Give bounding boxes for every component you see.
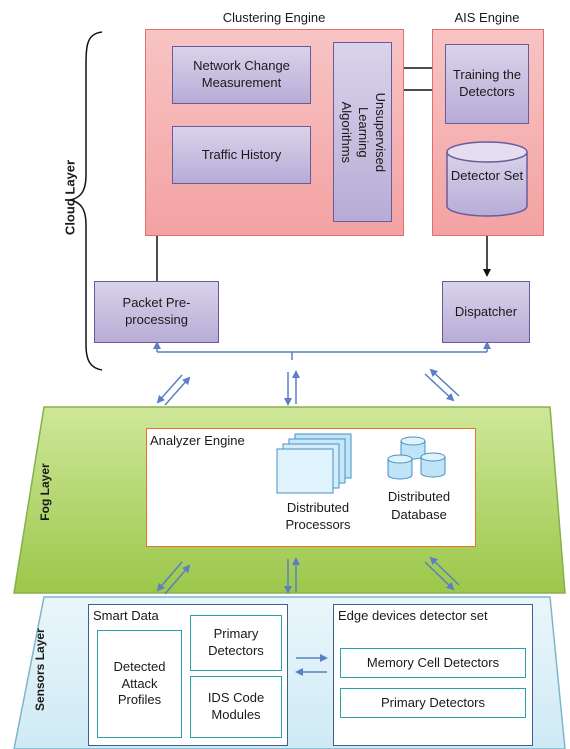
distributed-database-icon — [387, 436, 446, 480]
ids-code-box: IDS Code Modules — [190, 676, 282, 738]
unsupervised-learning-label: Unsupervised Learning Algorithms — [339, 92, 388, 172]
packet-preprocessing-box: Packet Pre-processing — [94, 281, 219, 343]
cloud-fog-arrows — [156, 368, 460, 406]
unsupervised-learning-box: Unsupervised Learning Algorithms — [333, 42, 392, 222]
detector-set-label: Detector Set — [450, 168, 524, 183]
cloud-layer-label: Cloud Layer — [62, 159, 78, 236]
clustering-engine-title: Clustering Engine — [222, 10, 326, 25]
smart-data-title: Smart Data — [93, 608, 159, 623]
memory-cell-box: Memory Cell Detectors — [340, 648, 526, 678]
network-change-box: Network Change Measurement — [172, 46, 311, 104]
cloud-layer-brace — [69, 31, 103, 371]
edge-devices-title: Edge devices detector set — [338, 608, 488, 623]
sensor-internal-arrows — [295, 654, 328, 676]
sensors-layer-label: Sensors Layer — [33, 628, 47, 711]
ais-engine-title: AIS Engine — [454, 10, 520, 25]
dispatcher-box: Dispatcher — [442, 281, 530, 343]
fog-sensor-arrows — [156, 556, 460, 595]
detected-attack-box: Detected Attack Profiles — [97, 630, 182, 738]
traffic-history-box: Traffic History — [172, 126, 311, 184]
detector-set-cylinder — [446, 141, 528, 217]
training-detectors-box: Training the Detectors — [445, 44, 529, 124]
primary-detectors-left-box: Primary Detectors — [190, 615, 282, 671]
analyzer-engine-title: Analyzer Engine — [150, 433, 245, 448]
distributed-database-label: Distributed Database — [387, 489, 451, 522]
fog-layer-label: Fog Layer — [38, 463, 52, 521]
distributed-processors-label: Distributed Processors — [285, 500, 351, 532]
cloud-bus — [153, 341, 491, 360]
primary-detectors-right-box: Primary Detectors — [340, 688, 526, 718]
distributed-processors-icon — [276, 433, 352, 494]
